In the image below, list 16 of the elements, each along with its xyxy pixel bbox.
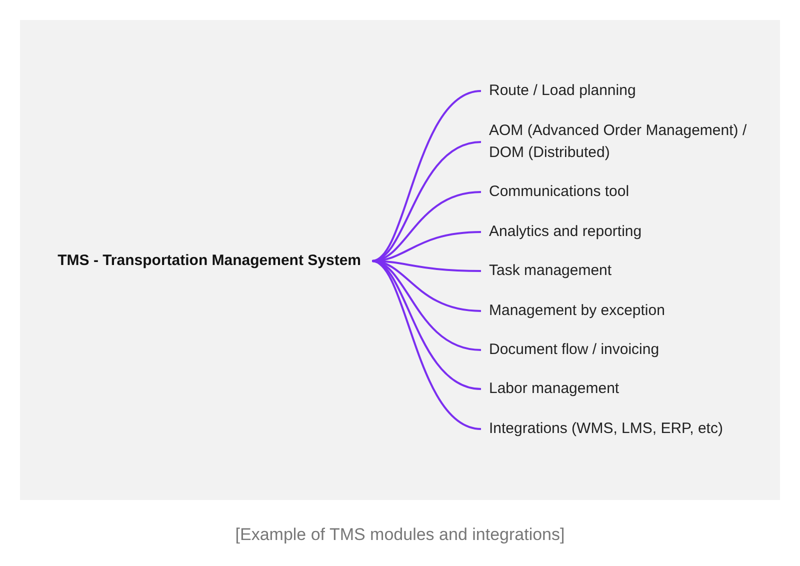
connector-line (372, 90, 482, 262)
branch-topic: Labor management (481, 379, 761, 399)
branch-topic: AOM (Advanced Order Management) / DOM (Distributed) (481, 120, 761, 164)
caption: [Example of TMS modules and integrations] (234, 524, 566, 546)
branch-topic: Route / Load planning (481, 81, 761, 101)
branch-topic: Task management (481, 261, 761, 281)
branch-topic: Document flow / invoicing (481, 340, 761, 360)
branch-topic: Management by exception (481, 301, 761, 321)
connector-line (372, 260, 482, 390)
branch-topic: Integrations (WMS, LMS, ERP, etc) (481, 419, 761, 439)
connector-line (372, 141, 482, 262)
branch-topic: Analytics and reporting (481, 222, 761, 242)
connector-line (372, 260, 482, 430)
connector-line (372, 260, 482, 351)
branch-topic: Communications tool (481, 182, 761, 202)
root-topic: TMS - Transportation Management System (30, 250, 372, 272)
